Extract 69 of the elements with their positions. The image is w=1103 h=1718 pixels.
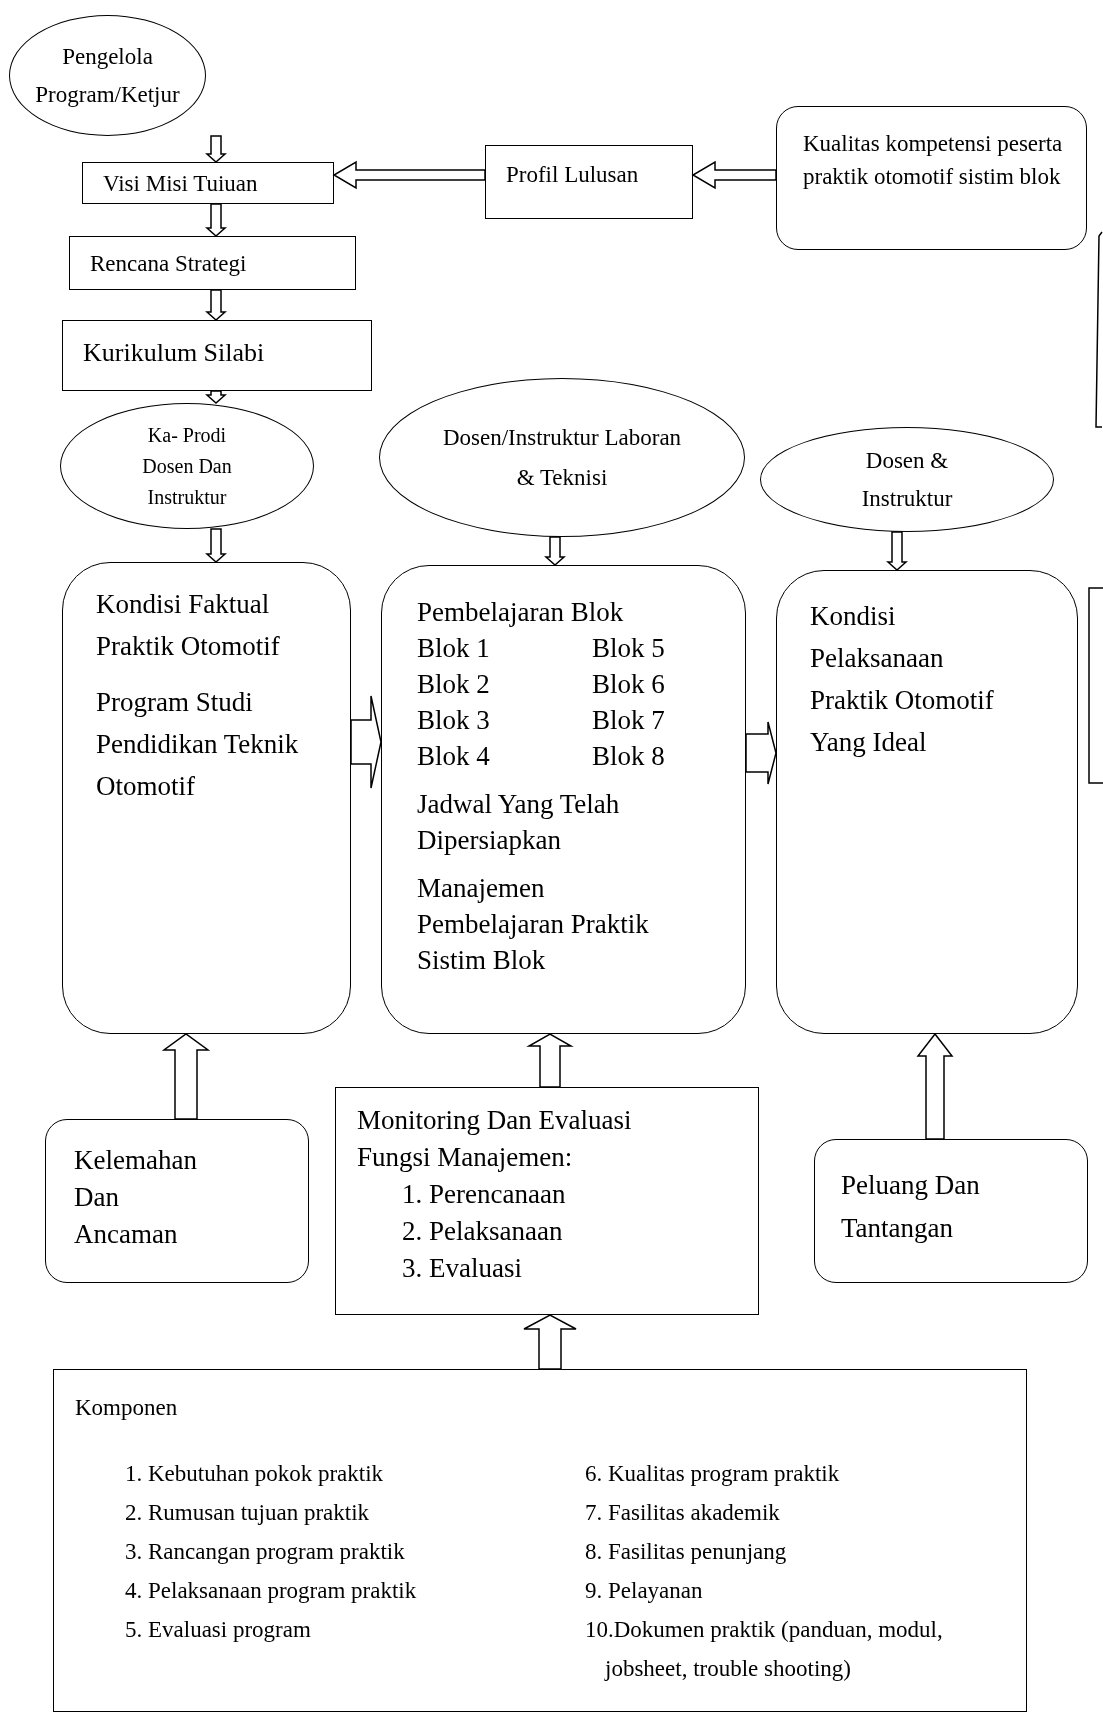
list-item: 7. Fasilitas akademik — [585, 1499, 781, 1527]
block-arrow — [745, 721, 777, 785]
block-arrow — [205, 135, 227, 163]
block-arrow — [161, 1033, 211, 1120]
list-item: 1. Kebutuhan pokok praktik — [125, 1460, 385, 1488]
node-text: Program Studi Pendidikan Teknik Otomotif — [96, 686, 300, 803]
block-label: Blok 2 — [417, 668, 491, 701]
block-arrow — [205, 528, 227, 563]
node-text: Kurikulum Silabi — [83, 337, 266, 369]
block-label: Blok 3 — [417, 704, 491, 737]
block-arrow — [350, 695, 382, 789]
block-label: Blok 5 — [592, 632, 665, 665]
list-item: 8. Fasilitas penunjang — [585, 1538, 788, 1566]
block-arrow — [691, 160, 777, 190]
node-text: Peluang Dan Tantangan — [841, 1169, 981, 1245]
rounded-box — [45, 1119, 309, 1283]
node-text: Kondisi Pelaksanaan Praktik Otomotif Yang Ideal — [810, 600, 995, 759]
block-arrow — [523, 1314, 577, 1370]
block-label: Blok 1 — [417, 632, 491, 665]
rounded-box — [381, 565, 746, 1034]
ellipse-node — [9, 15, 206, 136]
node-text: Dosen/Instruktur Laboran & Teknisi — [441, 423, 683, 492]
node-text: Manajemen Pembelajaran Praktik Sistim Blok — [417, 872, 650, 977]
node-text: Dosen & Instruktur — [860, 446, 954, 513]
list-item: 6. Kualitas program praktik — [585, 1460, 841, 1488]
process-box — [69, 236, 356, 290]
process-box — [62, 320, 372, 391]
list-item: 10.Dokumen praktik (panduan, modul, jobsheet, trouble shooting) — [585, 1616, 944, 1683]
block-arrow — [544, 536, 566, 566]
rounded-box — [62, 562, 351, 1034]
node-text: Pembelajaran Blok — [417, 596, 625, 629]
list-item: 1. Perencanaan — [401, 1178, 567, 1211]
process-box — [485, 145, 693, 219]
block-arrow — [526, 1033, 574, 1088]
block-arrow — [886, 531, 908, 571]
rounded-box — [776, 106, 1087, 250]
list-item: 3. Rancangan program praktik — [125, 1538, 406, 1566]
process-box — [82, 162, 334, 204]
block-arrow — [332, 160, 486, 190]
node-text: Kualitas kompetensi peserta praktik otomotif sistim blok — [803, 130, 1064, 191]
rounded-box — [776, 570, 1078, 1034]
process-box — [335, 1087, 759, 1315]
block-arrow — [205, 289, 227, 321]
list-item: 2. Pelaksanaan — [401, 1215, 564, 1248]
node-text: Komponen — [75, 1394, 179, 1422]
node-text: Monitoring Dan Evaluasi — [357, 1104, 633, 1137]
component-box — [53, 1369, 1027, 1712]
list-item: 9. Pelayanan — [585, 1577, 704, 1605]
node-text: Rencana Strategi — [90, 250, 248, 278]
list-item: 2. Rumusan tujuan praktik — [125, 1499, 371, 1527]
node-text: Jadwal Yang Telah Dipersiapkan — [417, 788, 621, 857]
block-arrow — [916, 1032, 954, 1140]
node-text: Kondisi Faktual Praktik Otomotif — [96, 588, 281, 663]
block-label: Blok 8 — [592, 740, 665, 773]
block-label: Blok 6 — [592, 668, 665, 701]
node-text: Visi Misi Tuiuan — [103, 170, 259, 198]
list-item: 4. Pelaksanaan program praktik — [125, 1577, 418, 1605]
rounded-box — [814, 1139, 1088, 1283]
block-arrow — [205, 390, 227, 404]
block-label: Blok 7 — [592, 704, 665, 737]
node-text: Profil Lulusan — [506, 161, 640, 189]
list-item: 3. Evaluasi — [401, 1252, 523, 1285]
node-text: Ka- Prodi Dosen Dan Instruktur — [141, 422, 233, 510]
block-label: Blok 4 — [417, 740, 491, 773]
node-text: Pengelola Program/Ketjur — [34, 42, 181, 109]
node-text: Kelemahan Dan Ancaman — [74, 1144, 198, 1251]
block-arrow — [205, 203, 227, 237]
list-item: 5. Evaluasi program — [125, 1616, 312, 1644]
node-text: Fungsi Manajemen: — [357, 1141, 574, 1174]
